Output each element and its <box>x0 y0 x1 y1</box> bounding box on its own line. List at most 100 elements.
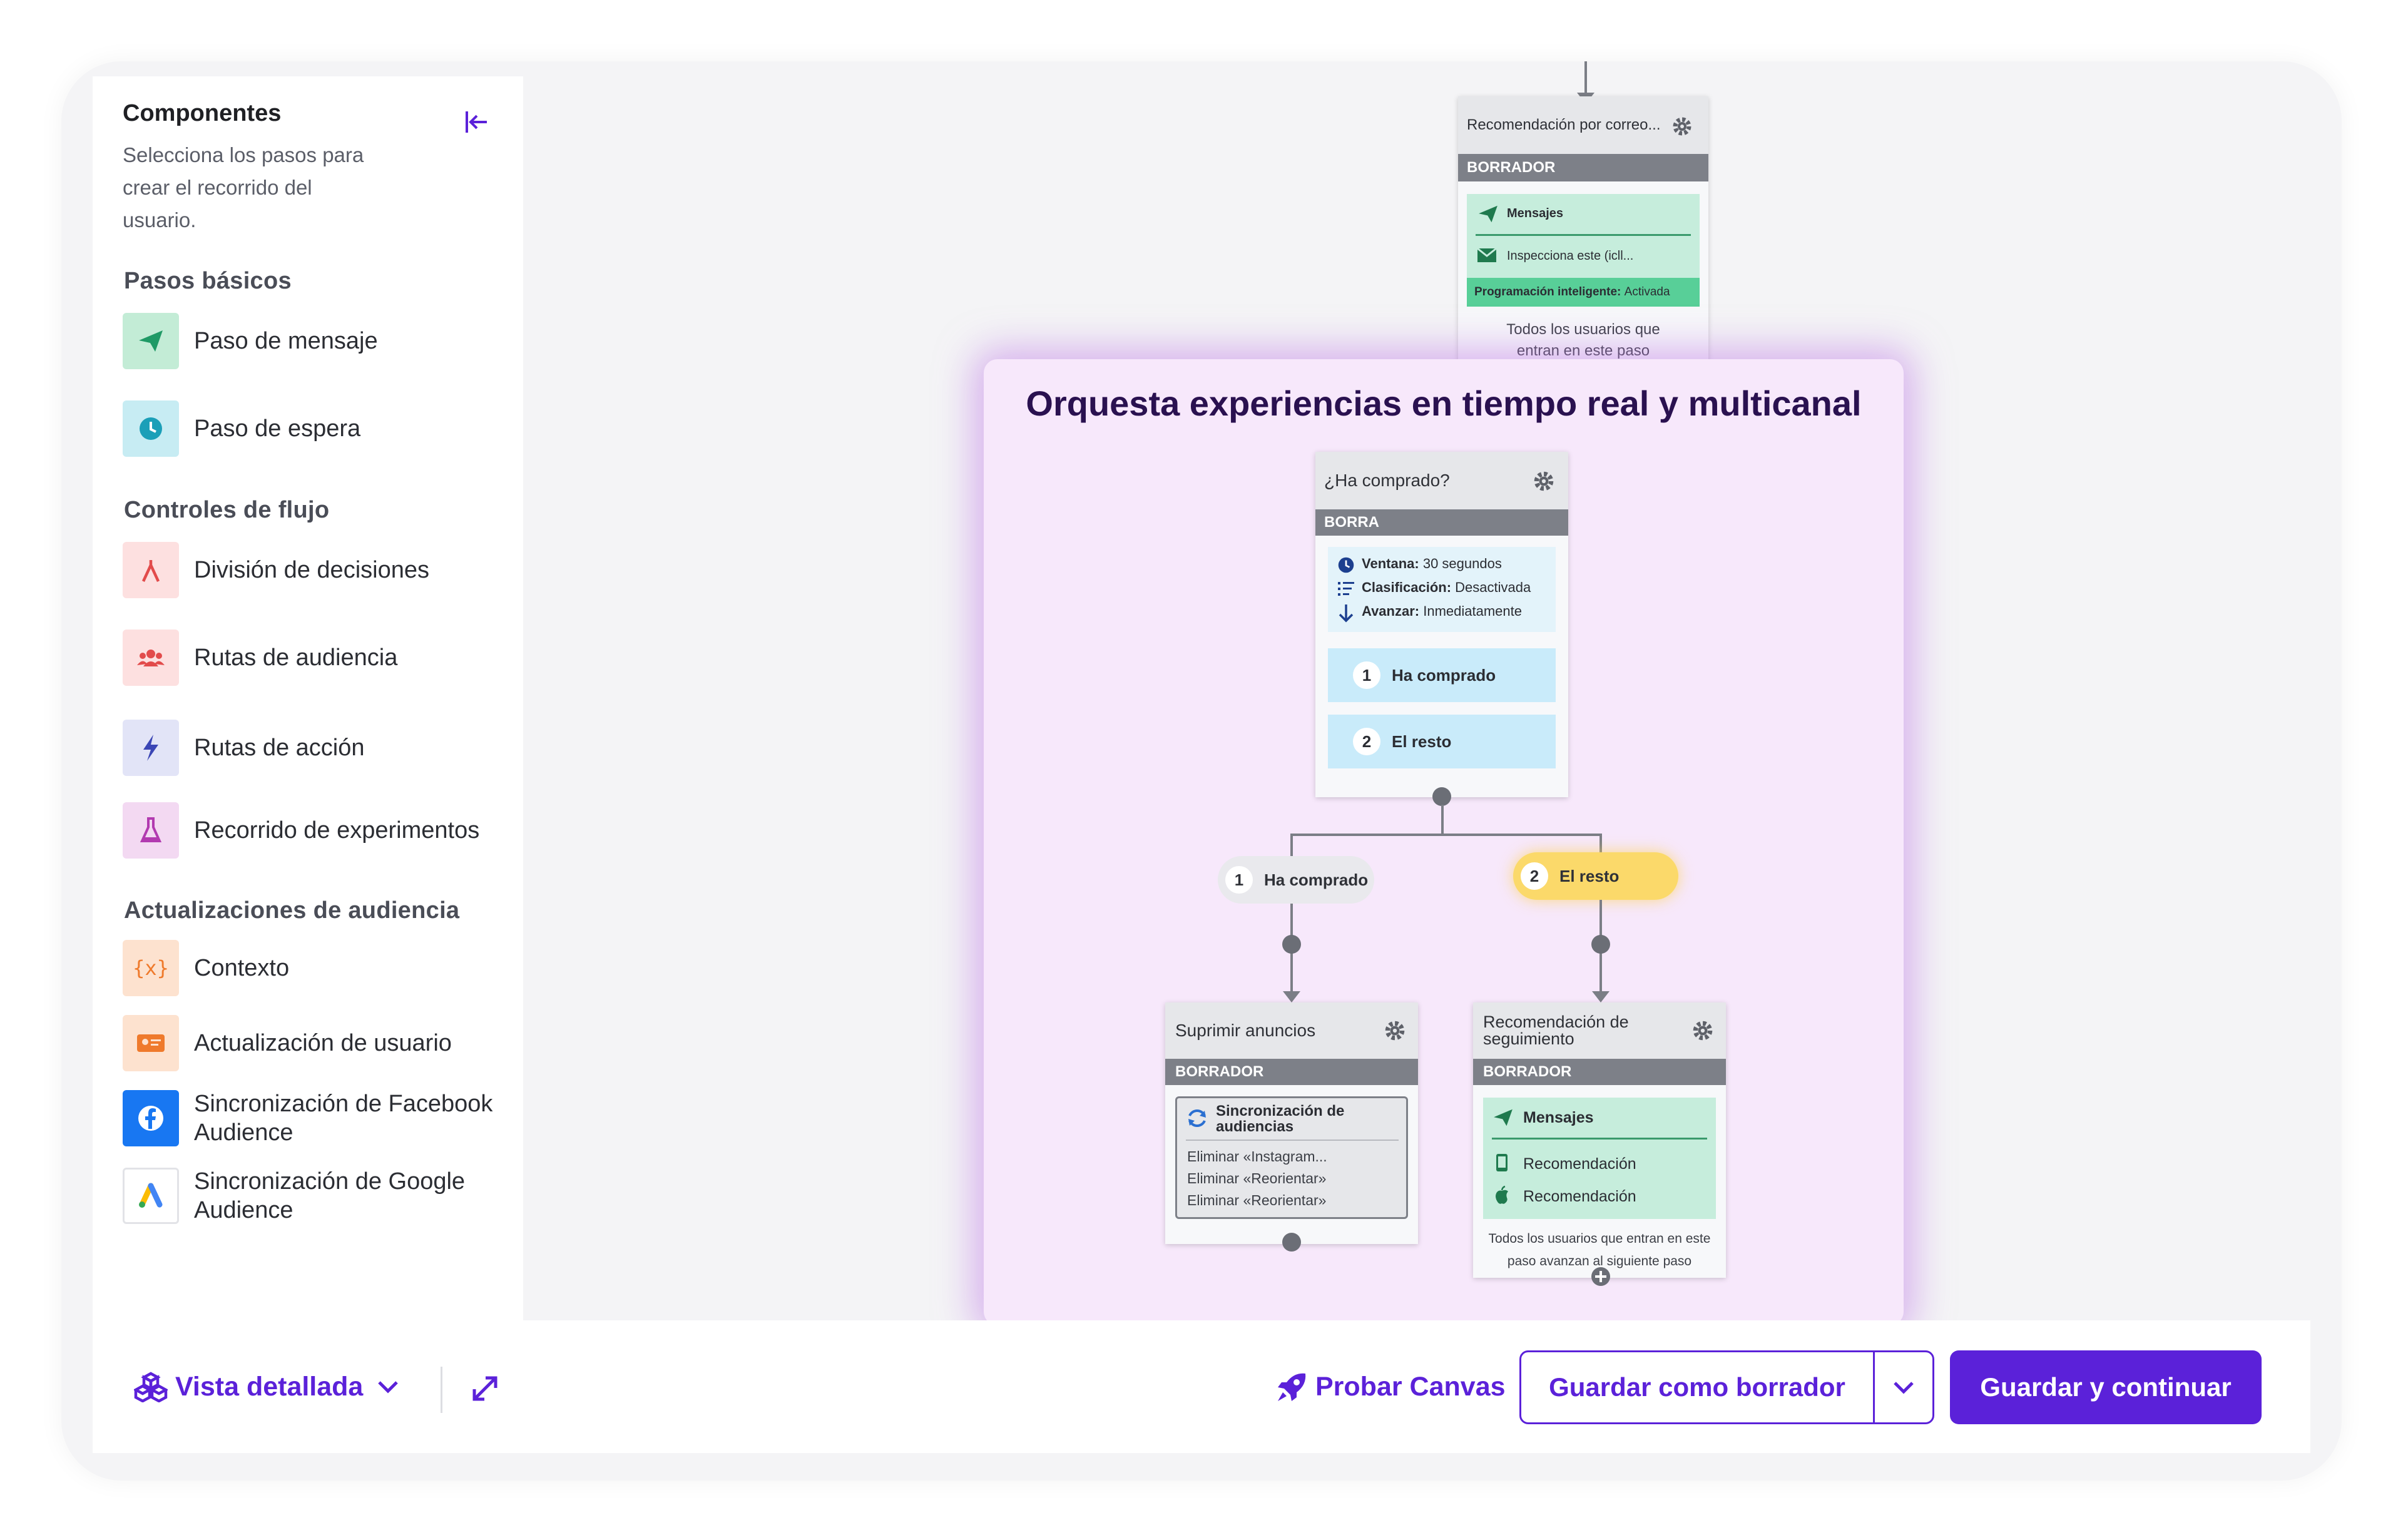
lightning-icon <box>123 720 179 776</box>
facebook-icon <box>123 1090 179 1146</box>
sync-row: Eliminar «Reorientar» <box>1187 1192 1327 1208</box>
status-badge: BORRADOR <box>1458 154 1708 181</box>
sync-rows: Eliminar «Instagram... Eliminar «Reorien… <box>1187 1146 1327 1211</box>
divider <box>1476 234 1691 236</box>
suppress-ads-card[interactable]: Suprimir anuncios BORRADOR Sincronizació… <box>1165 1002 1418 1244</box>
sidebar-item-label: Paso de mensaje <box>194 328 378 354</box>
view-mode-label: Vista detallada <box>175 1371 364 1402</box>
connector-node[interactable] <box>1282 935 1301 954</box>
section-audience-updates: Actualizaciones de audiencia <box>124 897 460 924</box>
android-phone-icon <box>1496 1154 1508 1171</box>
sidebar-item-facebook-sync[interactable]: Sincronización de Facebook Audience <box>123 1090 511 1153</box>
view-mode-dropdown[interactable]: Vista detallada <box>134 1360 399 1413</box>
divider <box>441 1367 442 1413</box>
sidebar-item-context[interactable]: {x} Contexto <box>123 940 511 1002</box>
add-step-icon[interactable] <box>1591 1267 1611 1287</box>
rocket-icon <box>1278 1373 1306 1401</box>
save-draft-button[interactable]: Guardar como borrador <box>1519 1350 1875 1424</box>
google-ads-icon <box>123 1168 179 1224</box>
messages-label: Mensajes <box>1523 1109 1594 1126</box>
window-setting: Ventana: 30 segundos <box>1362 556 1502 571</box>
gear-icon[interactable] <box>1383 1019 1407 1043</box>
section-basic-steps: Pasos básicos <box>124 268 292 294</box>
branch-pill[interactable]: 1 Ha comprado <box>1218 856 1374 904</box>
expand-icon[interactable] <box>469 1373 501 1404</box>
panel-title: Orquesta experiencias en tiempo real y m… <box>1026 384 1862 423</box>
status-badge: BORRADOR <box>1165 1059 1418 1085</box>
sidebar-item-label: Contexto <box>194 955 290 981</box>
section-flow-controls: Controles de flujo <box>124 497 330 523</box>
step-footer-text: Todos los usuarios que entran en este pa… <box>1506 321 1660 359</box>
sync-title: Sincronización de audiencias <box>1216 1103 1345 1135</box>
branch-number: 1 <box>1225 866 1253 894</box>
branch-label: Ha comprado <box>1264 870 1369 889</box>
sidebar-item-label: Rutas de audiencia <box>194 645 398 671</box>
split-icon <box>123 542 179 598</box>
sidebar-item-label: División de decisiones <box>194 557 429 583</box>
sort-list-icon <box>1338 582 1354 596</box>
sidebar-item-action-paths[interactable]: Rutas de acción <box>123 720 511 782</box>
sidebar-item-wait-step[interactable]: Paso de espera <box>123 400 511 463</box>
connector-node[interactable] <box>1591 935 1610 954</box>
id-card-icon <box>123 1015 179 1071</box>
path-number: 2 <box>1353 728 1380 755</box>
step-title: Recomendación de seguimiento <box>1473 1002 1726 1059</box>
flask-icon <box>123 802 179 859</box>
envelope-icon <box>1477 248 1497 262</box>
status-badge: BORRADOR <box>1473 1059 1726 1085</box>
connector-line <box>1599 834 1602 856</box>
bottom-toolbar: Vista detallada Probar Canvas Guardar co… <box>93 1320 2310 1453</box>
gear-icon[interactable] <box>1671 115 1693 138</box>
divider <box>1186 1140 1399 1141</box>
branch-number: 2 <box>1521 862 1548 890</box>
path-option[interactable]: 1 Ha comprado <box>1328 648 1556 702</box>
chevron-down-icon <box>378 1381 399 1394</box>
clock-icon <box>123 400 179 457</box>
gear-icon[interactable] <box>1532 469 1556 493</box>
connector-node[interactable] <box>1282 1233 1301 1252</box>
sidebar-item-audience-paths[interactable]: Rutas de audiencia <box>123 630 511 692</box>
paper-plane-icon <box>1494 1109 1513 1126</box>
sidebar-item-decision-split[interactable]: División de decisiones <box>123 542 511 604</box>
followup-recommendation-card[interactable]: Recomendación de seguimiento BORRADOR Me… <box>1473 1002 1726 1278</box>
chevron-down-icon <box>1894 1382 1914 1394</box>
save-options-dropdown[interactable] <box>1873 1350 1934 1424</box>
email-recommendation-step-card[interactable]: Recomendación por correo... BORRADOR Men… <box>1458 96 1708 397</box>
sidebar-item-label: Sincronización de Facebook Audience <box>194 1091 493 1146</box>
sidebar-item-message-step[interactable]: Paso de mensaje <box>123 313 511 375</box>
save-continue-button[interactable]: Guardar y continuar <box>1950 1350 2262 1424</box>
decision-split-card[interactable]: ¿Ha comprado? BORRA Ventana: 30 segundos… <box>1315 452 1568 797</box>
messages-label: Mensajes <box>1507 207 1564 220</box>
path-option[interactable]: 2 El resto <box>1328 715 1556 768</box>
path-label: Ha comprado <box>1392 665 1496 685</box>
audience-sync-block: Sincronización de audiencias Eliminar «I… <box>1175 1096 1408 1219</box>
clock-icon <box>1338 557 1354 573</box>
sidebar-subtitle: Selecciona los pasos para crear el recor… <box>123 143 364 232</box>
apple-icon <box>1496 1185 1508 1204</box>
connector-node[interactable] <box>1432 787 1451 806</box>
arrow-down-icon <box>1592 991 1610 1002</box>
test-canvas-button[interactable]: Probar Canvas <box>1275 1360 1506 1413</box>
arrow-down-icon <box>1339 604 1354 623</box>
sidebar-title: Componentes <box>123 100 282 126</box>
branch-pill-highlighted[interactable]: 2 El resto <box>1513 852 1678 900</box>
branch-label: El resto <box>1559 866 1620 885</box>
users-icon <box>123 630 179 686</box>
sidebar-item-user-update[interactable]: Actualización de usuario <box>123 1015 511 1078</box>
connector-line <box>1290 834 1293 864</box>
collapse-sidebar-icon[interactable] <box>462 106 493 138</box>
test-canvas-label: Probar Canvas <box>1315 1371 1506 1402</box>
smart-scheduling-row: Programación inteligente: Activada <box>1467 278 1700 307</box>
divider <box>1492 1138 1707 1140</box>
sync-row: Eliminar «Reorientar» <box>1187 1170 1327 1186</box>
context-variable-icon: {x} <box>123 940 179 996</box>
inspect-text: Inspecciona este (icll... <box>1507 249 1634 263</box>
message-row: Recomendación <box>1523 1155 1636 1173</box>
path-number: 1 <box>1353 661 1380 689</box>
sidebar-item-label: Sincronización de Google Audience <box>194 1168 466 1223</box>
decision-settings: Ventana: 30 segundos Clasificación: Desa… <box>1328 547 1556 632</box>
sync-row: Eliminar «Instagram... <box>1187 1148 1327 1165</box>
sidebar-item-google-sync[interactable]: Sincronización de Google Audience <box>123 1168 511 1230</box>
gear-icon[interactable] <box>1691 1019 1715 1043</box>
sidebar-item-experiment-path[interactable]: Recorrido de experimentos <box>123 802 511 865</box>
